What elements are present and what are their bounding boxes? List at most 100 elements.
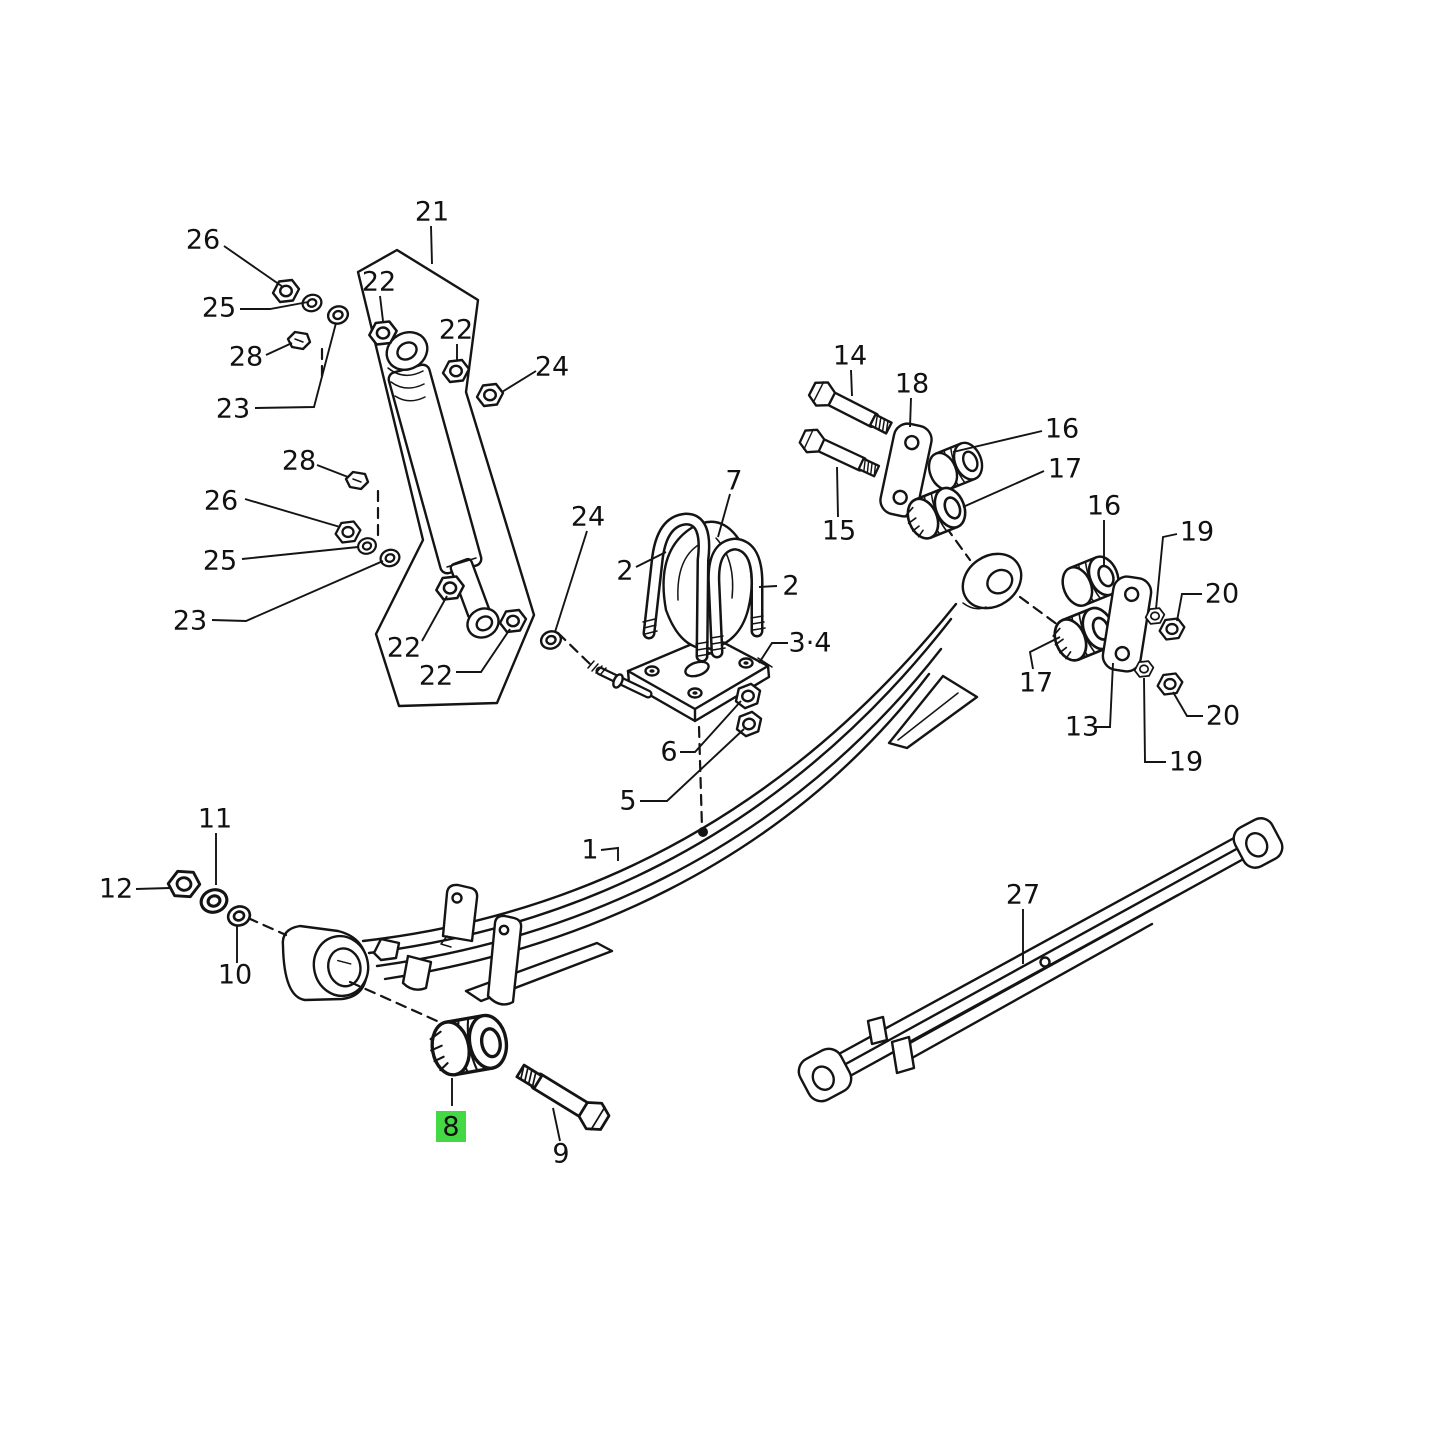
callout-17a[interactable]: 17 xyxy=(1048,454,1082,485)
spring-front-eye xyxy=(281,924,370,1002)
spring27-clip-a xyxy=(866,1015,889,1046)
nut-20-lower xyxy=(1156,672,1184,696)
callout-22b[interactable]: 22 xyxy=(439,315,473,346)
spring-pin-bolt-9 xyxy=(511,1056,614,1137)
shackle-lower-group xyxy=(1048,551,1186,696)
nut-22-upper-right xyxy=(441,358,471,384)
front-pin-hardware xyxy=(164,866,254,930)
callout-leader-19b xyxy=(1143,677,1166,763)
callout-14[interactable]: 14 xyxy=(833,341,867,372)
spring27-front-eye xyxy=(797,1047,853,1103)
bushing-8 xyxy=(427,1012,511,1078)
highlight-box xyxy=(436,1111,466,1142)
callout-leader-24b xyxy=(554,530,588,633)
nut-12 xyxy=(164,866,204,902)
callout-leader-7 xyxy=(717,493,731,538)
callout-leader-22c xyxy=(421,595,448,642)
callout-leader-24a xyxy=(501,370,537,393)
callout-24a[interactable]: 24 xyxy=(535,352,569,383)
spring-clip-a xyxy=(372,937,401,962)
callout-26b[interactable]: 26 xyxy=(204,486,238,517)
shock-upper-eye xyxy=(385,331,429,371)
shackle-bolt-15 xyxy=(796,424,883,484)
callout-23b[interactable]: 23 xyxy=(173,606,207,637)
callout-11[interactable]: 11 xyxy=(198,804,232,835)
callout-15[interactable]: 15 xyxy=(822,516,856,547)
callout-12[interactable]: 12 xyxy=(99,874,133,905)
callout-7[interactable]: 7 xyxy=(725,466,742,497)
plate-stud xyxy=(587,660,653,699)
callout-17b[interactable]: 17 xyxy=(1019,668,1053,699)
callout-leader-25a xyxy=(240,301,309,310)
callout-leader-23a xyxy=(254,322,337,409)
callout-28b[interactable]: 28 xyxy=(282,446,316,477)
washer-24-lower xyxy=(537,627,565,653)
callout-26a[interactable]: 26 xyxy=(186,225,220,256)
callout-1[interactable]: 1 xyxy=(581,835,598,866)
spring-plate-assembly xyxy=(587,634,773,740)
clamp-28-upper xyxy=(286,330,312,351)
clamp-28-lower xyxy=(344,470,370,491)
callout-28a[interactable]: 28 xyxy=(229,342,263,373)
callout-leader-26a xyxy=(223,245,284,288)
callout-6[interactable]: 6 xyxy=(660,737,677,768)
nut-26-lower xyxy=(334,520,362,544)
callout-25b[interactable]: 25 xyxy=(203,546,237,577)
callout-leader-17b xyxy=(1028,636,1061,670)
nut-22-lower-right xyxy=(498,608,528,634)
callout-24b[interactable]: 24 xyxy=(571,502,605,533)
callout-leader-2a xyxy=(635,551,667,568)
callout-leader-14 xyxy=(850,369,853,397)
callout-8[interactable]: 8 xyxy=(442,1112,459,1143)
callout-leader-6 xyxy=(680,700,742,753)
callout-23a[interactable]: 23 xyxy=(216,394,250,425)
callout-leader-9 xyxy=(552,1107,561,1142)
callout-leader-23b xyxy=(211,560,384,622)
washer-23-lower xyxy=(377,546,403,570)
callout-13[interactable]: 13 xyxy=(1065,712,1099,743)
callout-34[interactable]: 3·4 xyxy=(789,628,832,659)
callout-18[interactable]: 18 xyxy=(895,369,929,400)
callout-leader-28a xyxy=(265,342,293,356)
callout-2b[interactable]: 2 xyxy=(782,571,799,602)
callout-16b[interactable]: 16 xyxy=(1087,491,1121,522)
callout-10[interactable]: 10 xyxy=(218,960,252,991)
callout-20a[interactable]: 20 xyxy=(1205,579,1239,610)
spring-rear-eye xyxy=(961,552,1023,610)
callout-19b[interactable]: 19 xyxy=(1169,747,1203,778)
callout-2a[interactable]: 2 xyxy=(616,556,633,587)
callout-22c[interactable]: 22 xyxy=(387,633,421,664)
callout-leader-5 xyxy=(640,728,745,802)
callout-leader-2b xyxy=(758,585,778,588)
washer-10 xyxy=(224,902,254,930)
leaf-spring-rear xyxy=(797,817,1284,1103)
callout-leader-16a xyxy=(952,430,1043,453)
callout-leader-13 xyxy=(1095,662,1114,728)
callout-leader-28b xyxy=(316,464,349,478)
leaf-spring-main xyxy=(281,552,1023,1006)
callout-19a[interactable]: 19 xyxy=(1180,517,1214,548)
callout-5[interactable]: 5 xyxy=(619,786,636,817)
washer-23-upper xyxy=(324,302,352,328)
callout-leader-20b xyxy=(1172,691,1203,717)
shackle-upper-group xyxy=(796,376,989,543)
callout-22d[interactable]: 22 xyxy=(419,661,453,692)
nut-19-upper xyxy=(1144,607,1166,625)
callout-leader-34 xyxy=(758,642,788,664)
callout-leader-17a xyxy=(962,470,1045,508)
callout-leader-21 xyxy=(430,225,433,265)
callout-leader-22a xyxy=(379,295,384,322)
spring27-clip-b xyxy=(890,1035,916,1075)
u-bolt-right xyxy=(707,537,766,659)
callout-22a[interactable]: 22 xyxy=(362,267,396,298)
callout-20b[interactable]: 20 xyxy=(1206,701,1240,732)
callout-25a[interactable]: 25 xyxy=(202,293,236,324)
shackle-plate-18 xyxy=(879,422,933,518)
callout-9[interactable]: 9 xyxy=(552,1139,569,1170)
callout-16a[interactable]: 16 xyxy=(1045,414,1079,445)
callout-21[interactable]: 21 xyxy=(415,197,449,228)
callout-27[interactable]: 27 xyxy=(1006,880,1040,911)
nut-24-upper xyxy=(475,382,505,408)
center-bolt-head xyxy=(698,827,708,837)
